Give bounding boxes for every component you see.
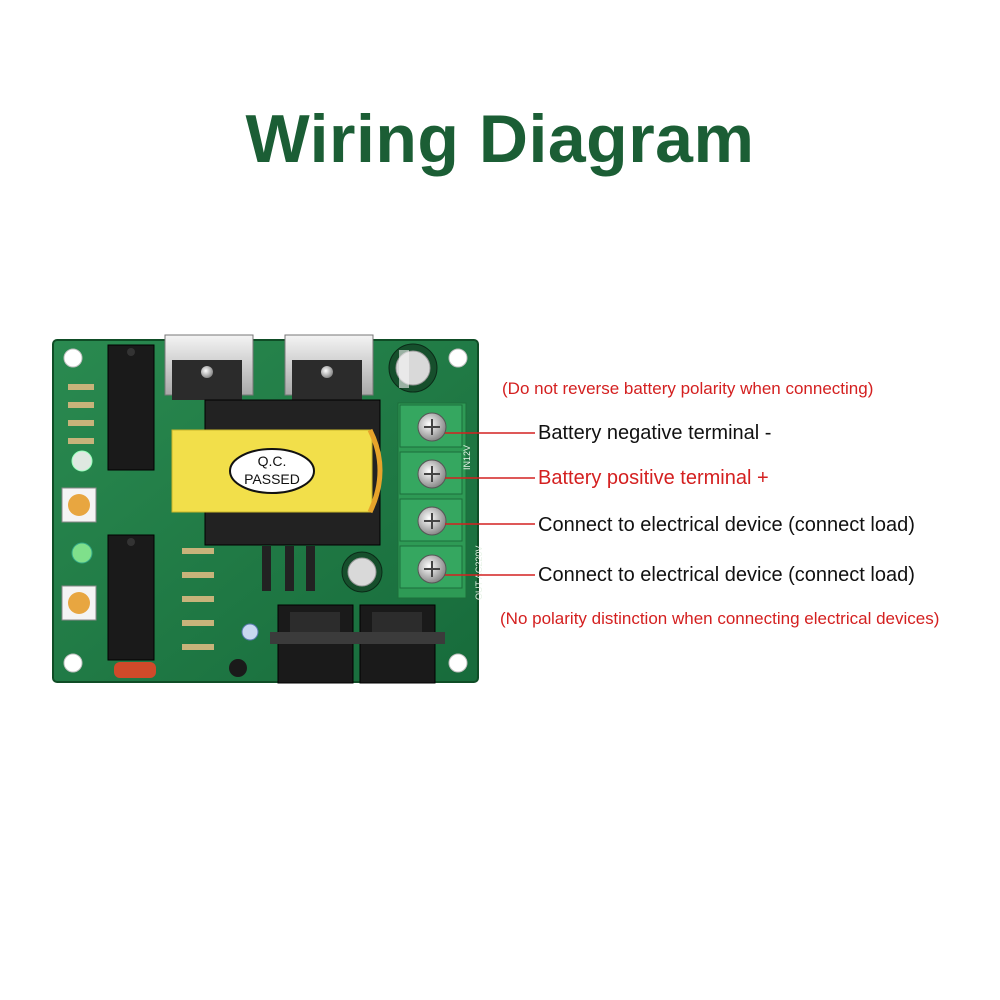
callout-lines bbox=[445, 432, 535, 576]
load-polarity-note: (No polarity distinction when connecting… bbox=[500, 609, 940, 628]
led-indicator-upper bbox=[71, 450, 93, 472]
heatsink-left bbox=[164, 334, 254, 400]
diodes bbox=[262, 546, 315, 591]
potentiometer-upper bbox=[61, 487, 97, 523]
mosfet-right bbox=[355, 604, 445, 684]
svg-text:Q.C.: Q.C. bbox=[258, 453, 287, 469]
heatsink-right bbox=[284, 334, 374, 400]
callout-load-2: Connect to electrical device (connect lo… bbox=[538, 564, 915, 586]
silkscreen-out: OUT AC220V bbox=[474, 546, 484, 600]
potentiometer-lower bbox=[61, 585, 97, 621]
mosfet-left bbox=[270, 604, 360, 684]
page-title: Wiring Diagram bbox=[245, 101, 755, 177]
callout-battery-positive: Battery positive terminal + bbox=[538, 467, 769, 489]
callout-battery-negative: Battery negative terminal - bbox=[538, 422, 772, 444]
callout-load-1: Connect to electrical device (connect lo… bbox=[538, 514, 915, 536]
electrolytic-capacitor-top bbox=[388, 343, 438, 393]
ceramic-capacitor bbox=[114, 662, 156, 678]
qc-passed-stamp bbox=[229, 448, 315, 494]
mounting-holes bbox=[63, 348, 468, 673]
ic-chip-upper bbox=[107, 344, 155, 471]
blue-capacitor bbox=[241, 623, 259, 641]
resistors bbox=[68, 384, 214, 650]
transformer: Q.C. PASSED bbox=[171, 399, 383, 546]
terminal-block bbox=[397, 402, 467, 599]
polarity-warning-note: (Do not reverse battery polarity when co… bbox=[502, 379, 874, 398]
electrolytic-capacitor-bottom bbox=[341, 551, 383, 593]
led-indicator-lower bbox=[71, 542, 93, 564]
svg-text:PASSED: PASSED bbox=[244, 471, 300, 487]
ic-chip-lower bbox=[107, 534, 155, 661]
silkscreen-in: IN12V bbox=[462, 445, 472, 470]
small-transistor bbox=[229, 659, 247, 677]
